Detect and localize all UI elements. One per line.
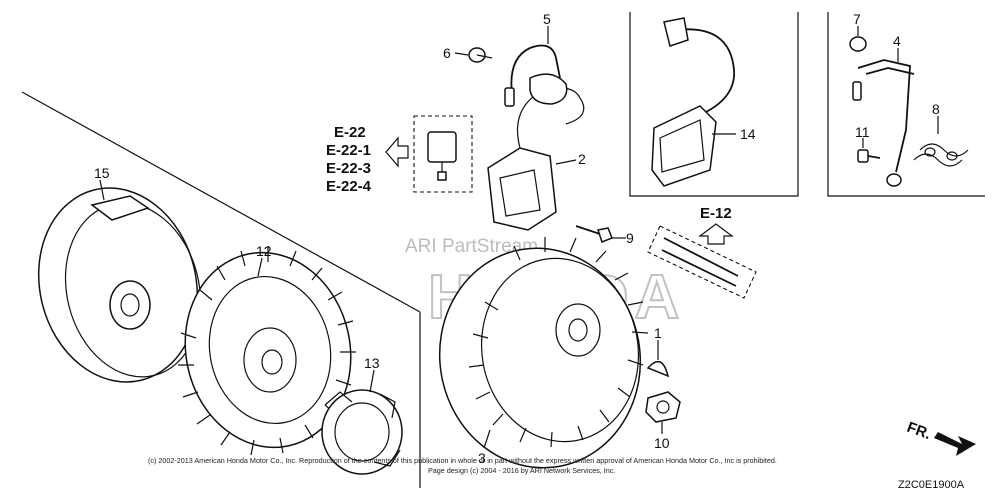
callout-10: 10	[654, 435, 670, 451]
direction-label: FR.	[905, 419, 934, 443]
diagram-code: Z2C0E1900A	[898, 479, 965, 491]
callout-13: 13	[364, 355, 380, 371]
part-ground-wire[interactable]	[852, 59, 915, 187]
fr-arrow-icon	[934, 432, 976, 456]
copyright-line-2: Page design (c) 2004 - 2016 by ARI Netwo…	[428, 466, 615, 475]
callout-1: 1	[654, 325, 662, 341]
ref-e-22[interactable]: E-22	[334, 124, 366, 141]
callout-4: 4	[893, 33, 901, 49]
frame-line-left	[21, 91, 421, 313]
ref-e-22-4[interactable]: E-22-4	[326, 178, 372, 195]
part-bolt[interactable]	[575, 225, 613, 243]
part-screw[interactable]	[857, 149, 881, 163]
ref-e-22-1[interactable]: E-22-1	[326, 142, 371, 159]
part-cooling-fan[interactable]	[167, 237, 368, 463]
callout-8: 8	[932, 101, 940, 117]
part-flywheel[interactable]	[422, 232, 657, 483]
part-stop-wire[interactable]	[504, 44, 561, 107]
ref-e-22-3[interactable]: E-22-3	[326, 160, 371, 177]
part-flywheel-nut[interactable]	[645, 391, 681, 423]
part-recoil-cover[interactable]	[19, 171, 219, 399]
callout-5: 5	[543, 11, 551, 27]
part-woodruff-key[interactable]	[646, 360, 670, 378]
callout-3: 3	[478, 450, 486, 466]
stud-bolts-group	[647, 225, 757, 299]
callout-14: 14	[740, 126, 756, 142]
callout-7: 7	[853, 11, 861, 27]
callout-9: 9	[626, 230, 634, 246]
callout-11: 11	[855, 124, 870, 140]
callout-2: 2	[578, 151, 586, 167]
callout-15: 15	[94, 165, 110, 181]
part-connector[interactable]	[427, 131, 457, 181]
frame-box-4	[827, 12, 985, 197]
part-ignition-coil-assy[interactable]	[651, 17, 735, 187]
ari-watermark: ARI PartStream	[405, 236, 538, 257]
arrow-left-icon	[385, 136, 409, 168]
arrow-up-icon	[698, 223, 734, 245]
connector-ref-box	[413, 115, 473, 193]
frame-box-14	[629, 12, 799, 197]
part-wire-clamps[interactable]	[913, 143, 969, 167]
part-wire-clip[interactable]	[468, 47, 493, 63]
part-clip-7[interactable]	[849, 36, 867, 52]
part-ignition-coil[interactable]	[487, 73, 585, 231]
copyright-line-1: (c) 2002-2013 American Honda Motor Co., …	[148, 456, 777, 465]
part-starter-pulley[interactable]	[321, 389, 403, 475]
callout-12: 12	[256, 243, 272, 259]
callout-6: 6	[443, 45, 451, 61]
ref-e-12[interactable]: E-12	[700, 205, 732, 222]
